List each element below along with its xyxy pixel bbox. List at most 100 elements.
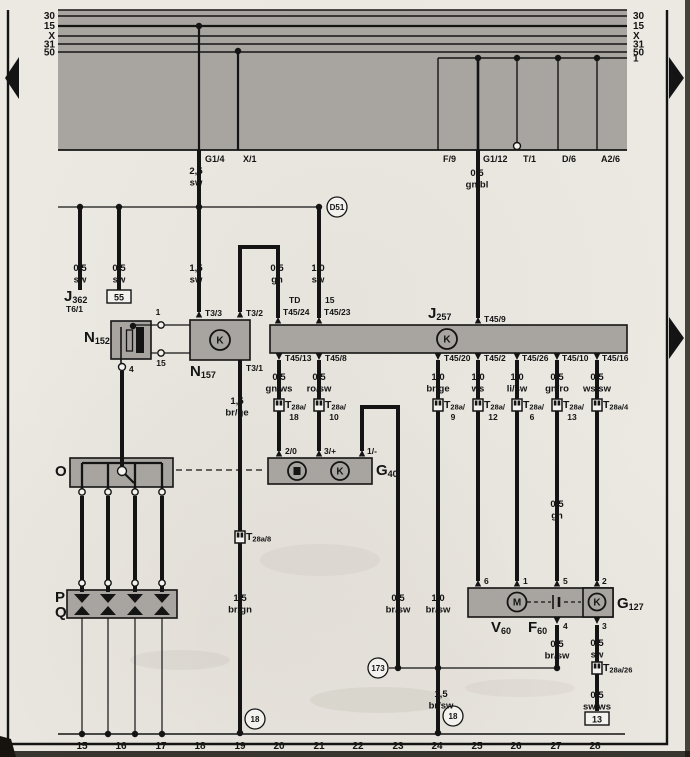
track-number: 18 — [194, 741, 206, 752]
component-label-F60: F60 — [528, 619, 547, 636]
pin-label: T45/16 — [602, 353, 629, 363]
junction-dot — [195, 203, 203, 211]
track-number: 25 — [471, 741, 483, 752]
pin-label: T45/13 — [285, 353, 312, 363]
connection-ref-18: 18 — [251, 715, 260, 724]
component-label-Q: Q — [55, 604, 67, 621]
junction-dot — [553, 664, 561, 672]
pin-label: 15 — [156, 358, 166, 368]
pin-arrow-icon — [474, 353, 482, 360]
wire-label: 0,5 — [112, 263, 126, 274]
pin-label: T45/23 — [324, 307, 351, 317]
pin-label: 4 — [129, 364, 134, 374]
junction-dot — [131, 730, 139, 738]
wire-label: 1,0 — [431, 372, 444, 383]
junction-dot — [195, 22, 203, 30]
wire-label: 0,5 — [73, 263, 87, 274]
pin-arrow-icon — [474, 317, 482, 324]
terminal-label: T/1 — [523, 154, 536, 164]
wire-label: 1,5 — [233, 593, 247, 604]
terminal-ref-13 — [584, 711, 610, 726]
bus-label-15: 15 — [633, 21, 645, 32]
wire-label: li/sw — [507, 384, 528, 395]
wire-label: 1,5 — [434, 689, 448, 700]
wire-label: ws/sw — [582, 384, 612, 395]
wire-label: gn — [271, 275, 283, 286]
pin-label: 2/0 — [285, 446, 297, 456]
component-label-N157: N157 — [190, 363, 216, 380]
junction-dot — [434, 729, 442, 737]
connection-ref-18 — [244, 708, 266, 730]
pin-label: 3 — [602, 621, 607, 631]
scan-edge — [0, 751, 690, 757]
junction-dot — [234, 47, 242, 55]
connector-T28a-12: 12 — [488, 412, 498, 422]
wire-label: br/gn — [228, 605, 252, 616]
pin-label: T3/1 — [246, 363, 263, 373]
wire-label: 0,5 — [590, 638, 604, 649]
connector-T28a-12: T28a/ — [484, 399, 506, 412]
pin-label: T45/20 — [444, 353, 471, 363]
pin-arrow-icon — [593, 353, 601, 360]
junction-dot — [474, 54, 482, 62]
symbol-K-icon — [330, 461, 350, 481]
pin-arrow-icon — [553, 617, 561, 624]
terminal-circle — [104, 488, 112, 496]
terminal-label: G1/12 — [483, 154, 508, 164]
terminal-circle — [78, 488, 86, 496]
pin-label: T45/24 — [283, 307, 310, 317]
track-number: 15 — [76, 741, 88, 752]
junction-dot — [76, 203, 84, 211]
connector-T28a-10: T28a/ — [325, 399, 347, 412]
track-number: 27 — [550, 741, 562, 752]
track-number: 16 — [115, 741, 127, 752]
wire-label: 2,5 — [189, 166, 203, 177]
label: M — [513, 598, 521, 609]
junction-dot — [434, 664, 442, 672]
terminal-circle — [158, 488, 166, 496]
pin-arrow-icon — [275, 450, 283, 457]
bus-label-1: 1 — [633, 54, 639, 65]
prev-page-arrow-icon — [5, 57, 19, 99]
bus-label-50: 50 — [44, 48, 56, 59]
connector-T28a-18: 18 — [289, 412, 299, 422]
wire-label: gn — [551, 511, 563, 522]
wire-label: sw/ws — [583, 702, 611, 713]
pin-label: 6 — [484, 576, 489, 586]
terminal-circle — [157, 321, 165, 329]
pin-label: T3/3 — [205, 308, 222, 318]
pin-arrow-icon — [275, 353, 283, 360]
symbol-K-icon — [209, 329, 231, 351]
label: K — [336, 467, 344, 478]
wire-label: br/ge — [426, 384, 449, 395]
junction-dot — [129, 322, 137, 330]
connector-T28a-9: 9 — [451, 412, 456, 422]
wire-label: br/ge — [225, 408, 248, 419]
terminal-label: A2/6 — [601, 154, 620, 164]
pin-arrow-icon — [513, 580, 521, 587]
wire-label: sw — [190, 178, 203, 189]
wire-label: 0,5 — [550, 639, 564, 650]
component-label-J257: J257 — [428, 305, 451, 322]
wire-label: 1,0 — [510, 372, 523, 383]
wire-label: sw — [591, 650, 604, 661]
component-G40 — [267, 457, 373, 485]
wire-label: br/sw — [545, 651, 570, 662]
pin-arrow-icon — [434, 353, 442, 360]
component-N157 — [189, 319, 251, 361]
junction-dot — [158, 730, 166, 738]
component-label-J362: T6/1 — [66, 304, 83, 314]
pin-label: TD — [289, 295, 300, 305]
bus-label-X: X — [48, 31, 55, 42]
hall-sender-icon — [293, 467, 301, 475]
label: K — [216, 336, 224, 347]
wire-label: gn/bl — [466, 180, 489, 191]
scan-edge — [685, 0, 690, 757]
wire — [124, 473, 135, 484]
terminal-ref-13: 13 — [592, 715, 602, 725]
spark-plug-icon — [74, 606, 90, 615]
connection-ref-173: 173 — [371, 664, 385, 673]
pin-label: 5 — [563, 576, 568, 586]
